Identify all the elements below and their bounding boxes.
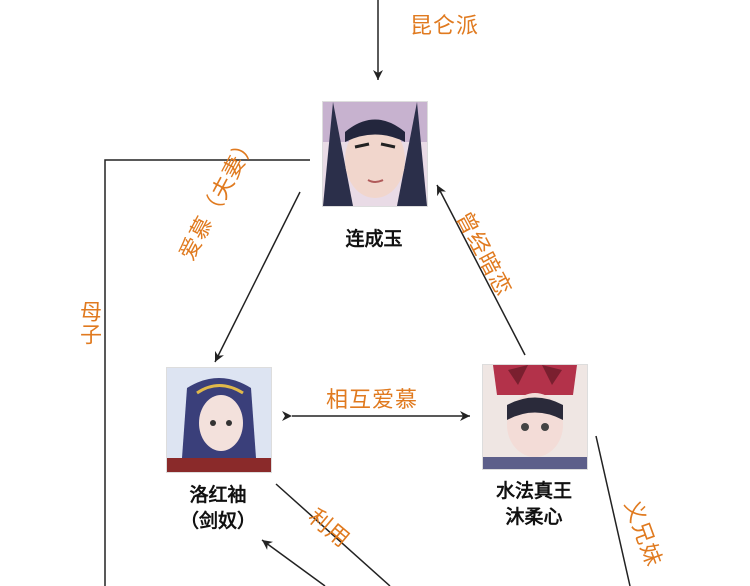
muzi-line — [104, 159, 310, 586]
mu-rouxin-title: 水法真王 — [495, 480, 572, 502]
liyong-arrow — [261, 539, 326, 586]
cengjing-anlian-arrow — [436, 184, 526, 356]
mu-rouxin-portrait — [482, 364, 588, 470]
mu-rouxin-name: 沐柔心 — [505, 506, 563, 528]
lian-chengyu-portrait — [322, 101, 428, 207]
luo-hongxiu-subtitle: （剑奴） — [179, 510, 256, 532]
liyong-line-1 — [275, 483, 391, 586]
lian-chengyu-name: 连成玉 — [345, 228, 403, 250]
yi-xiongmei-line — [595, 435, 631, 586]
aimu-fuqi-arrow — [214, 191, 301, 363]
luo-hongxiu-name: 洛红袖 — [189, 484, 247, 506]
kunlun-label: 昆仑派 — [410, 14, 480, 39]
luo-hongxiu-portrait — [166, 367, 272, 473]
muzi-label: 母子 — [76, 300, 101, 346]
xianghu-aimu-label: 相互爱慕 — [326, 388, 419, 413]
